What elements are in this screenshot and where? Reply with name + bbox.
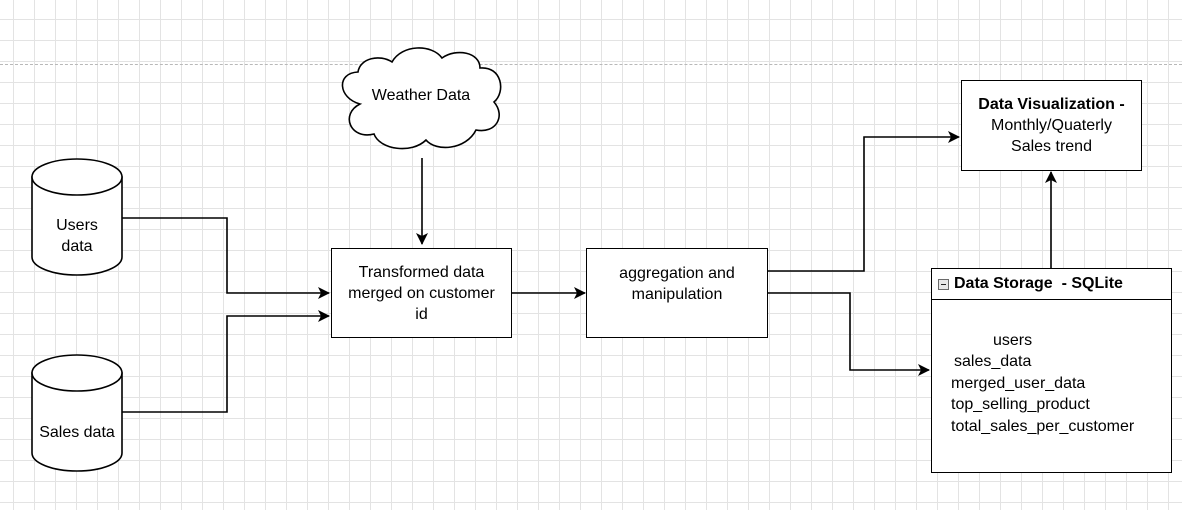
users-data-cylinder: Users data <box>31 157 123 277</box>
page-break-line <box>0 64 1182 65</box>
aggregation-line-2: manipulation <box>631 286 723 303</box>
aggregation-line-1: aggregation and <box>619 265 735 282</box>
users-data-line-1: Users <box>56 217 98 234</box>
data-visualization-box: Data Visualization - Monthly/Quaterly Sa… <box>961 80 1142 171</box>
storage-table-sales-data: sales_data <box>954 353 1032 370</box>
sales-to-transform-arrow <box>122 310 330 413</box>
storage-table-users: users <box>993 332 1033 349</box>
visualization-title: Data Visualization - <box>978 96 1125 113</box>
data-storage-header: Data Storage - SQLite <box>932 269 1171 300</box>
transformed-data-box: Transformed data merged on customer id <box>331 248 512 338</box>
users-data-label: Users data <box>31 215 123 257</box>
users-to-transform-arrow <box>122 217 330 299</box>
sales-data-cylinder: Sales data <box>31 353 123 473</box>
transformed-data-line-1: Transformed data <box>358 263 485 281</box>
storage-table-top-selling-product: top_selling_product <box>951 396 1090 413</box>
aggregation-box: aggregation and manipulation <box>586 248 768 338</box>
visualization-line-3: Sales trend <box>1011 138 1092 155</box>
sales-data-label: Sales data <box>39 424 115 441</box>
weather-cloud-shape <box>341 47 502 150</box>
data-storage-title: Data Storage - SQLite <box>954 275 1123 292</box>
users-data-line-2: data <box>61 238 93 255</box>
data-storage-container: Data Storage - SQLite users sales_data m… <box>931 268 1172 473</box>
visualization-line-2: Monthly/Quaterly <box>991 117 1112 134</box>
storage-table-total-sales-per-customer: total_sales_per_customer <box>951 418 1135 435</box>
aggregation-to-visualization-arrow <box>767 131 960 272</box>
transformed-data-line-3: id <box>415 305 428 323</box>
aggregation-to-storage-arrow <box>767 292 930 376</box>
storage-table-merged-user-data: merged_user_data <box>951 375 1086 392</box>
weather-data-label: Weather Data <box>371 87 471 104</box>
transformed-data-line-2: merged on customer <box>348 284 495 302</box>
collapse-icon[interactable] <box>938 278 949 290</box>
